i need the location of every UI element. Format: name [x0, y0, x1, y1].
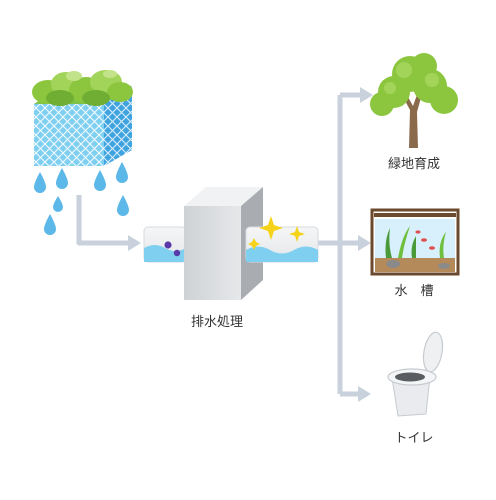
water-drop-icon	[116, 162, 128, 183]
label-treatment: 排水処理	[191, 315, 243, 330]
toilet-icon	[387, 331, 444, 417]
sparkle-icon	[248, 238, 260, 250]
aquarium-icon	[370, 208, 460, 276]
sparkle-icon	[289, 226, 305, 242]
arrowhead-greening	[360, 87, 373, 103]
treatment-tank-icon	[143, 187, 319, 300]
tree-icon	[370, 53, 458, 148]
label-toilet: トイレ	[394, 431, 433, 446]
water-drop-icon	[53, 196, 63, 212]
sparkle-icon	[259, 216, 283, 240]
water-drop-icon	[56, 168, 68, 189]
green-roof-block-icon	[32, 70, 133, 166]
water-drop-icon	[44, 214, 56, 235]
label-greening: 緑地育成	[388, 156, 440, 172]
arrowhead-aquarium	[358, 235, 371, 251]
water-drop-icon	[94, 170, 106, 191]
arrow-source-to-treatment	[76, 195, 130, 246]
arrowhead-toilet	[358, 386, 371, 402]
water-drop-icon	[117, 195, 129, 216]
water-drops	[34, 162, 129, 235]
water-drop-icon	[34, 172, 46, 193]
inlet-pipe	[143, 226, 187, 263]
arrowhead-treatment	[128, 235, 141, 251]
outlet-pipe	[245, 216, 319, 263]
flow-arrows	[76, 87, 373, 402]
label-aquarium: 水 槽	[394, 284, 433, 299]
